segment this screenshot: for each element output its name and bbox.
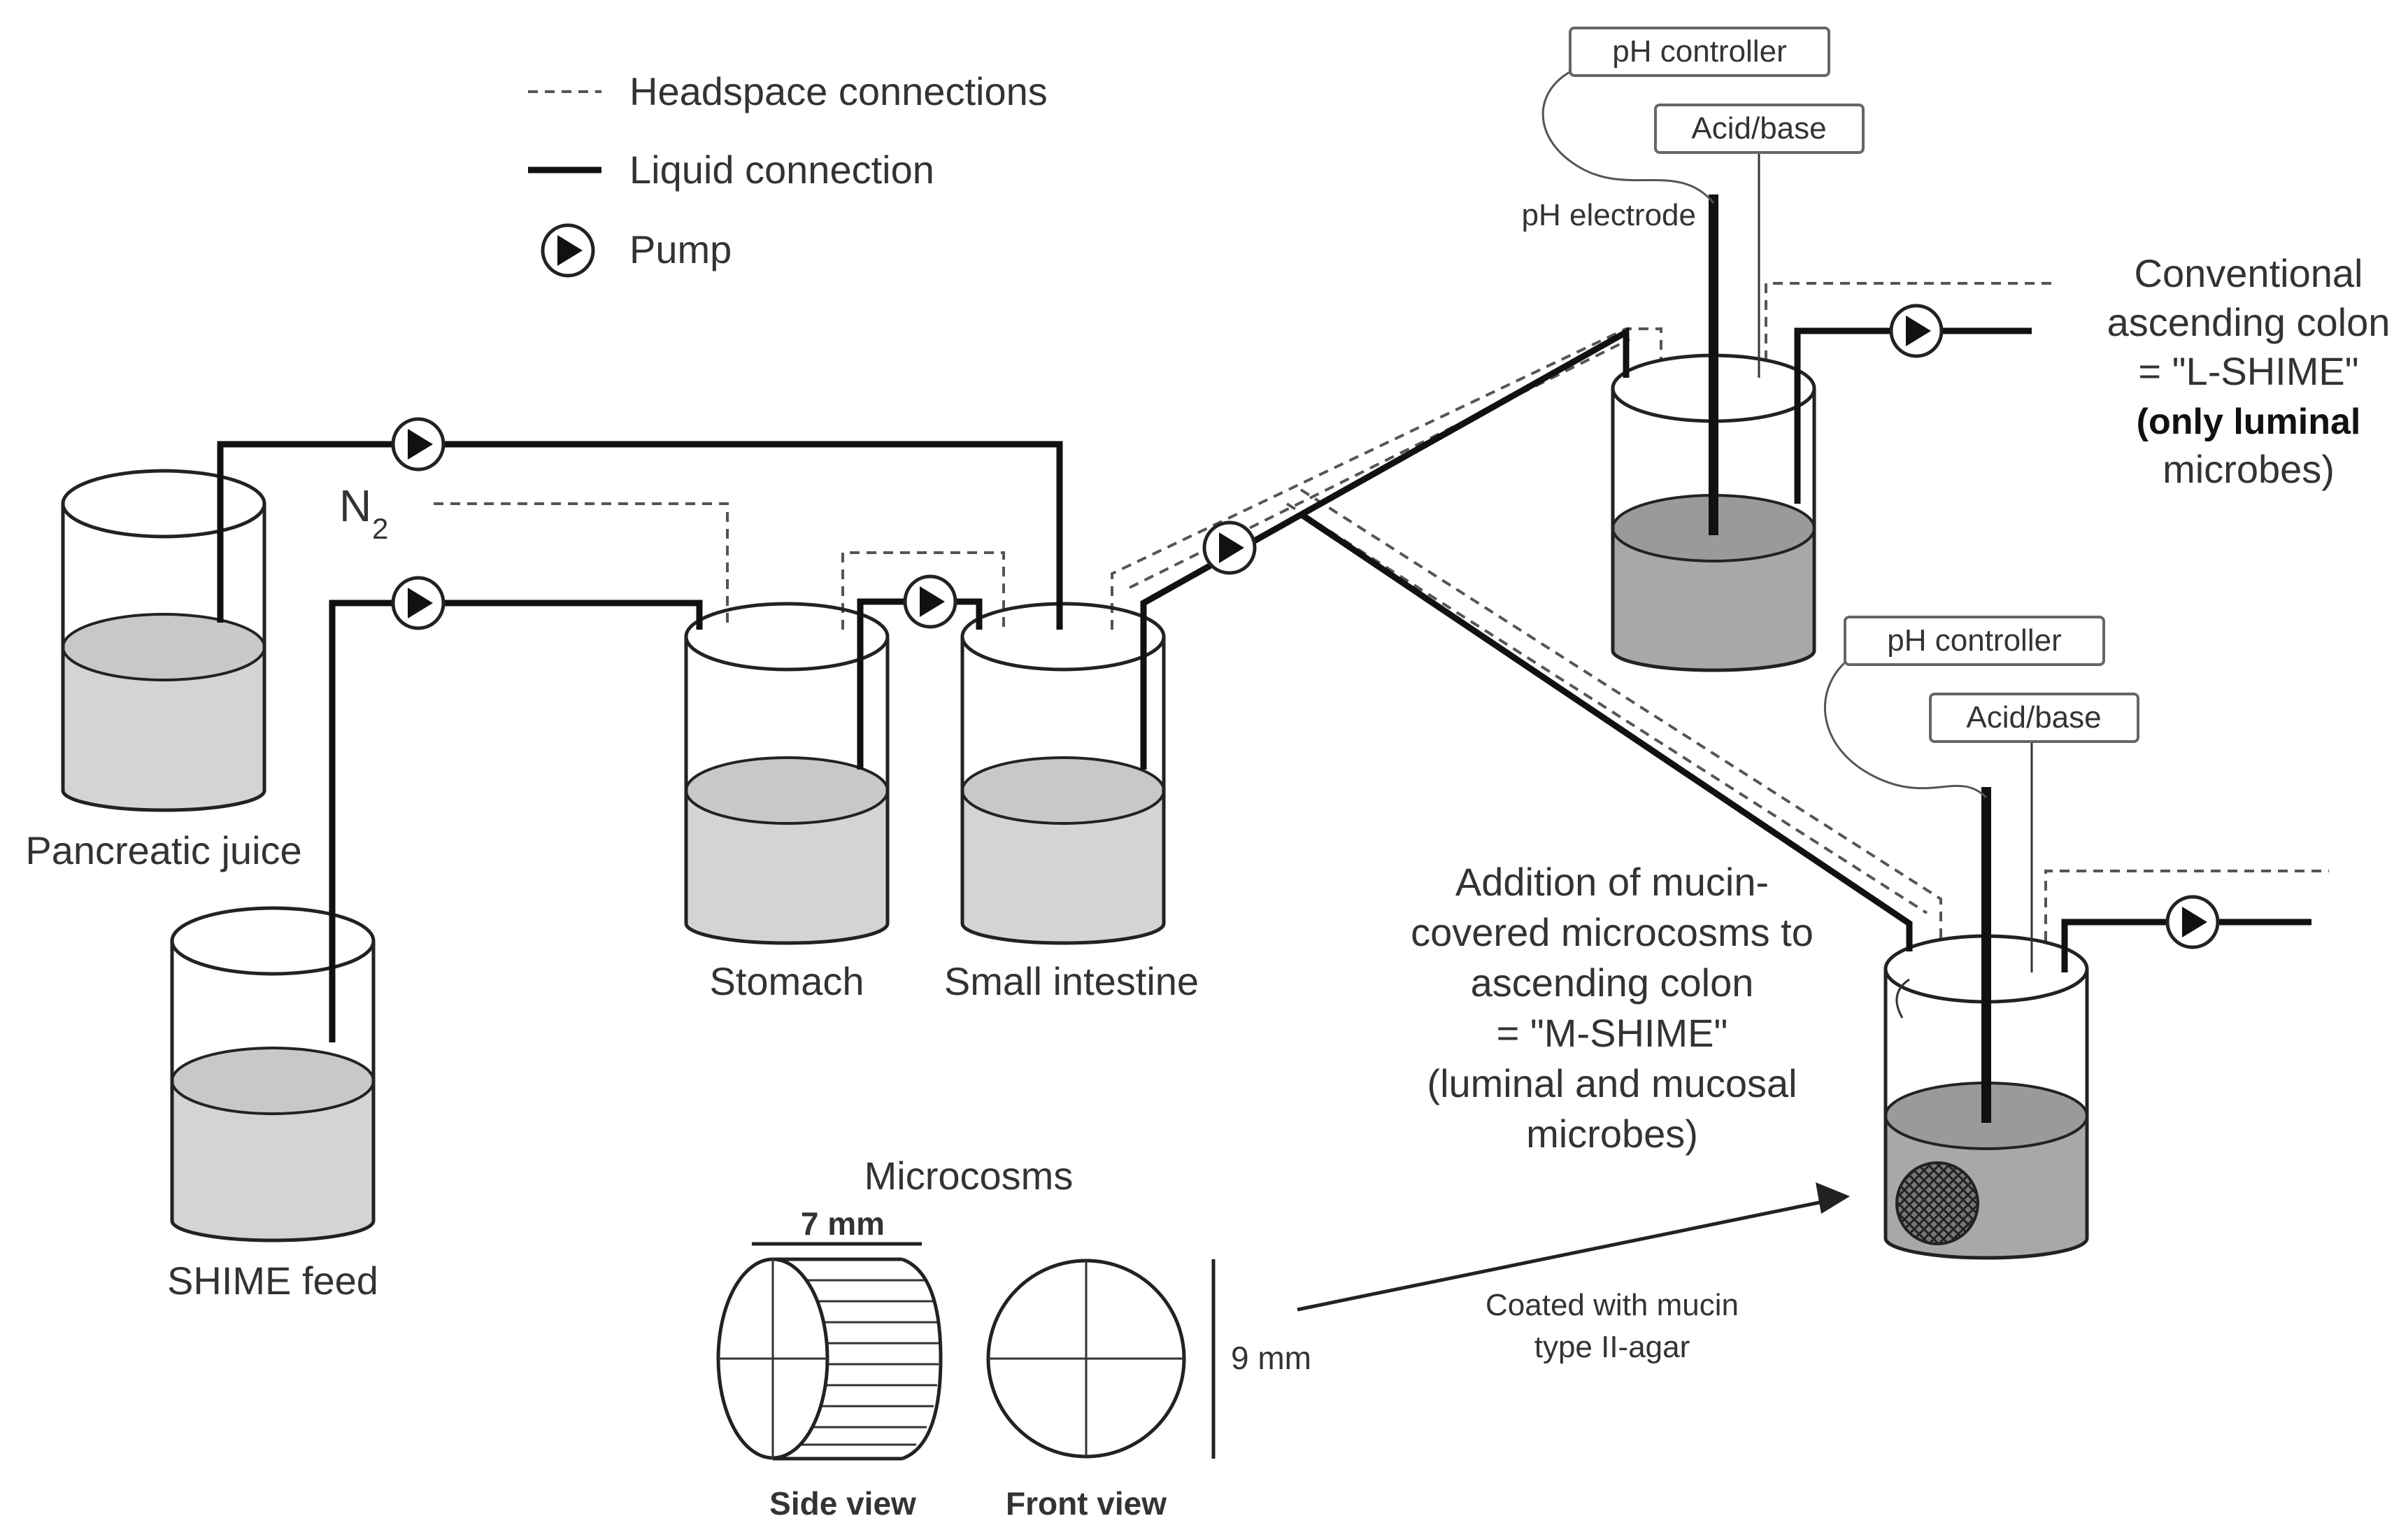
pump-icon-2 — [391, 576, 446, 630]
shime-feed-label: SHIME feed — [167, 1259, 378, 1303]
l-shime-caption-line-5: microbes) — [2163, 447, 2335, 491]
ph-controller-label-top: pH controller — [1612, 34, 1786, 69]
m-shime-caption-line-1: Addition of mucin- — [1455, 860, 1769, 904]
l-shime-caption-line-3: = "L-SHIME" — [2138, 349, 2358, 393]
microcosms-title: Microcosms — [864, 1154, 1074, 1198]
pump-icon-6 — [2165, 895, 2220, 949]
stomach-vessel — [684, 602, 890, 945]
m-shime-caption-line-4: = "M-SHIME" — [1497, 1011, 1728, 1055]
m-shime-caption-line-3: ascending colon — [1471, 961, 1754, 1005]
nitrogen-n: N — [339, 481, 371, 531]
nitrogen-label: N 2 — [339, 481, 388, 545]
ph-electrode-label: pH electrode — [1522, 198, 1696, 232]
pancreatic-juice-vessel — [61, 469, 266, 812]
microcosms-inset: Microcosms 7 mm Side view — [716, 1154, 1850, 1522]
microcosm-side-view — [716, 1257, 943, 1461]
l-shime-instrumentation: pH controller Acid/base pH electrode — [1522, 27, 1865, 535]
m-shime-caption: Addition of mucin- covered microcosms to… — [1411, 860, 1814, 1156]
nitrogen-subscript: 2 — [372, 512, 388, 545]
pump-icon-5 — [1889, 304, 1944, 358]
acid-base-box-top — [1654, 104, 1865, 154]
pancreatic-juice-label: Pancreatic juice — [25, 828, 301, 872]
pump-icon-3 — [903, 574, 957, 629]
microcosm-front-view — [986, 1259, 1186, 1459]
small-intestine-label: Small intestine — [944, 959, 1199, 1003]
pump-icon-1 — [391, 417, 446, 472]
m-shime-instrumentation: pH controller Acid/base — [1824, 616, 2139, 1123]
m-shime-caption-line-5: (luminal and mucosal — [1427, 1061, 1797, 1105]
front-view-label: Front view — [1006, 1485, 1167, 1522]
acid-base-box-bottom — [1929, 693, 2139, 743]
liquid-connections — [217, 327, 2311, 1042]
ph-controller-box-bottom — [1844, 616, 2105, 666]
ph-controller-box-top — [1569, 27, 1830, 77]
microcosm-in-vessel — [1895, 1161, 1979, 1245]
microcosm-arrow-icon — [1297, 1182, 1850, 1312]
coating-label-line-2: type II-agar — [1534, 1330, 1690, 1364]
small-intestine-vessel — [960, 602, 1166, 945]
height-dimension-label: 9 mm — [1231, 1340, 1311, 1376]
m-shime-caption-line-2: covered microcosms to — [1411, 910, 1814, 954]
m-shime-caption-line-6: microbes) — [1526, 1112, 1698, 1156]
legend: Headspace connections Liquid connection … — [528, 69, 1048, 278]
stomach-label: Stomach — [710, 959, 864, 1003]
acid-base-label-top: Acid/base — [1691, 111, 1826, 146]
legend-liquid-label: Liquid connection — [629, 148, 934, 192]
l-shime-caption: Conventional ascending colon = "L-SHIME"… — [2107, 251, 2391, 491]
legend-headspace-label: Headspace connections — [629, 69, 1048, 113]
coating-label-line-1: Coated with mucin — [1486, 1288, 1739, 1322]
l-shime-caption-line-2: ascending colon — [2107, 300, 2391, 344]
legend-pump-label: Pump — [629, 227, 732, 271]
l-shime-caption-bold: (only luminal — [2137, 402, 2361, 442]
side-view-label: Side view — [769, 1485, 916, 1522]
acid-base-label-bottom: Acid/base — [1966, 700, 2101, 735]
width-dimension-label: 7 mm — [801, 1205, 885, 1242]
pump-icon-4 — [1202, 520, 1257, 575]
legend-pump-icon — [541, 223, 595, 278]
l-shime-caption-line-1: Conventional — [2135, 251, 2363, 295]
shime-feed-vessel — [170, 906, 376, 1242]
ph-controller-label-bottom: pH controller — [1887, 623, 2061, 658]
